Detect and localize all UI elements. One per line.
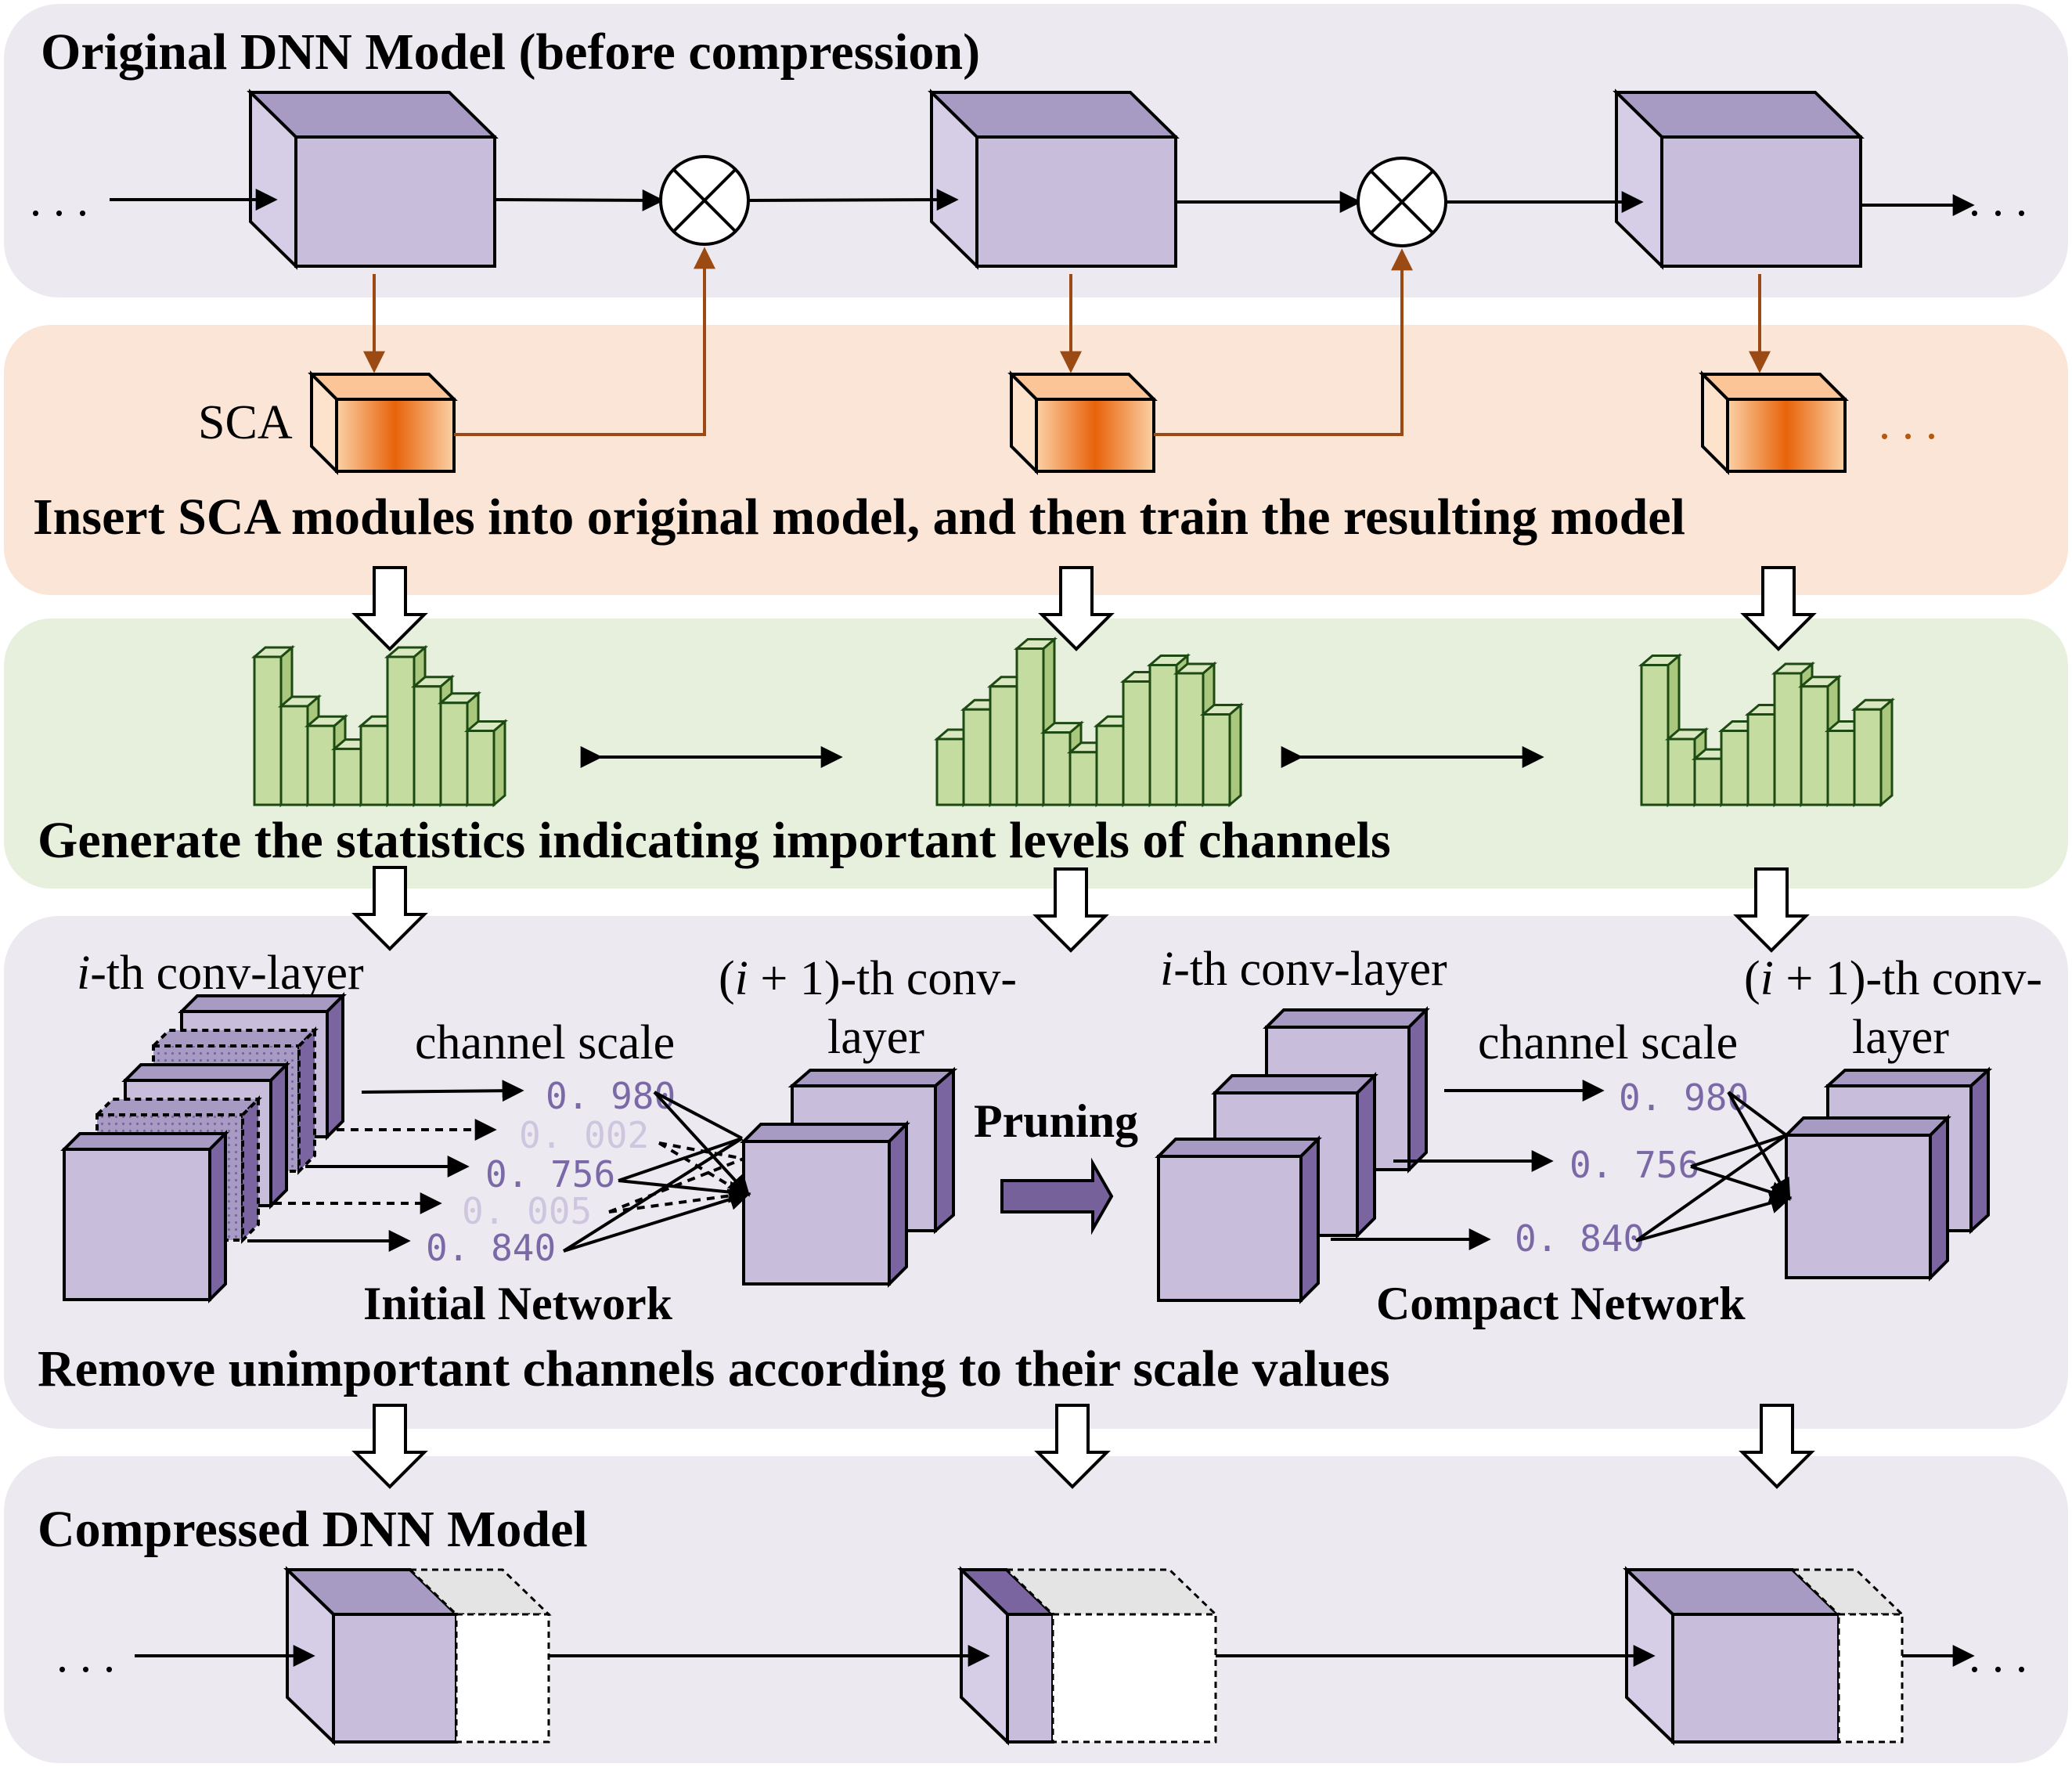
stage-down-arrow-3 (1740, 566, 1817, 651)
multiply-node-1 (659, 155, 750, 246)
original-ellipsis-left: . . . (30, 174, 88, 225)
sca-module-1 (308, 370, 458, 475)
original-block-3 (1613, 88, 1865, 270)
compressed-ellipsis-right: . . . (1969, 1630, 2027, 1682)
stage-down-arrow-5 (1032, 867, 1109, 953)
fan-in-right (1634, 1091, 1793, 1242)
sca-label: SCA (198, 396, 293, 449)
histogram-3 (1638, 653, 1896, 808)
compact-network-label: Compact Network (1376, 1278, 1746, 1329)
channel-scale-label-left: channel scale (415, 1016, 675, 1069)
compressed-block-1 (283, 1566, 552, 1746)
insert-title: Insert SCA modules into original model, … (33, 489, 1685, 546)
scale-value-left-2: 0. 002 (519, 1114, 649, 1156)
compact-channel-stack (1155, 1006, 1430, 1304)
compact-channel-3 (1155, 1135, 1322, 1304)
fan-in-left (562, 1091, 751, 1253)
next-layer-label-right-line2: layer (1852, 1011, 1949, 1064)
compressed-ellipsis-left: . . . (56, 1630, 115, 1682)
next-layer-right-front (1782, 1114, 1951, 1282)
pruning-label: Pruning (974, 1095, 1138, 1147)
histograms (250, 636, 1896, 808)
scale-value-right-3: 0. 840 (1515, 1217, 1645, 1260)
scale-value-left-4: 0. 005 (462, 1190, 592, 1232)
scale-value-left-3: 0. 756 (485, 1153, 615, 1195)
sca-module-2 (1007, 370, 1158, 475)
histogram-3-bar (1850, 697, 1896, 808)
scale-arrow-left-1 (361, 1080, 524, 1102)
stage-down-arrow-2 (1038, 566, 1115, 651)
compressed-block-3 (1623, 1566, 1905, 1746)
histogram-2 (933, 636, 1245, 808)
prune-title: Remove unimportant channels according to… (38, 1340, 1390, 1397)
compressed-block-2 (957, 1566, 1219, 1746)
panel-prune (4, 916, 2068, 1429)
stage-down-arrow-7 (351, 1404, 428, 1489)
sca-ellipsis: . . . (1879, 397, 1937, 449)
sca-output-link-1 (454, 247, 715, 436)
pruning-arrow (1000, 1157, 1114, 1235)
original-block-2 (928, 88, 1180, 270)
histogram-1-bar (463, 719, 509, 808)
multiply-node-2 (1357, 157, 1447, 247)
stage-down-arrow-1 (351, 566, 428, 651)
ith-layer-label-left: i-th conv-layer (77, 947, 364, 1000)
sca-module-3 (1699, 370, 1849, 475)
scale-value-right-1: 0. 980 (1619, 1076, 1749, 1119)
ith-layer-label-right: i-th conv-layer (1160, 943, 1447, 996)
stage-down-arrow-9 (1739, 1404, 1815, 1489)
next-layer-label-left-line1: (i + 1)-th conv- (719, 952, 1017, 1005)
original-block-1 (247, 88, 499, 270)
initial-network-label: Initial Network (363, 1278, 673, 1329)
scale-value-right-2: 0. 756 (1569, 1144, 1699, 1186)
down-arrows (351, 566, 1817, 1489)
histogram-1 (250, 644, 509, 808)
next-layer-label-left-line2: layer (827, 1011, 924, 1064)
histogram-2-bar (1199, 702, 1245, 808)
original-title: Original DNN Model (before compression) (41, 23, 980, 81)
stage-down-arrow-4 (351, 866, 428, 951)
compressed-title: Compressed DNN Model (38, 1501, 588, 1558)
scale-value-left-1: 0. 980 (546, 1075, 676, 1117)
stats-title: Generate the statistics indicating impor… (38, 812, 1391, 869)
stage-down-arrow-8 (1034, 1404, 1111, 1489)
scale-value-left-5: 0. 840 (426, 1227, 556, 1269)
original-ellipsis-right: . . . (1969, 174, 2027, 225)
initial-channel-5 (60, 1130, 229, 1304)
channel-scale-label-right: channel scale (1478, 1016, 1738, 1069)
histogram-1-bar (250, 644, 296, 808)
next-layer-label-right-line1: (i + 1)-th conv- (1744, 952, 2042, 1005)
next-layer-left-front (740, 1120, 910, 1288)
initial-channel-stack (60, 992, 347, 1304)
sca-output-link-2 (1154, 248, 1413, 436)
stage-down-arrow-6 (1733, 867, 1810, 953)
